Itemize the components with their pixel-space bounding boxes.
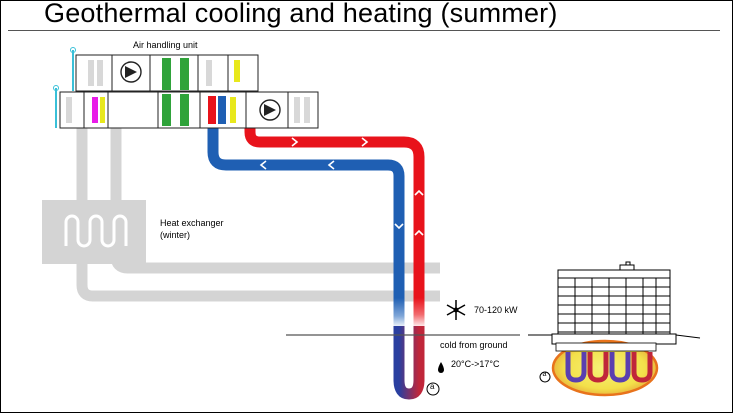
cold-from-ground-label: cold from ground (440, 340, 508, 350)
title-rule (8, 30, 720, 31)
flow-arrow (361, 137, 369, 147)
ground-loop (393, 326, 425, 400)
air-handling-unit-label: Air handling unit (133, 40, 198, 50)
borehole-marker-circle (539, 371, 551, 383)
heat-exchanger (42, 200, 146, 264)
supply-pipe-blue (207, 122, 405, 300)
fan-icon (259, 99, 281, 121)
borehole-marker-circle (426, 382, 440, 396)
flow-arrows (259, 137, 424, 236)
fan-icon (120, 61, 142, 83)
heat-exchanger-coil-icon (64, 214, 128, 248)
winter-pipe-outer (76, 128, 440, 302)
flow-arrow (327, 160, 335, 170)
flow-arrow (291, 137, 299, 147)
winter-pipe-inner (110, 128, 440, 274)
air-handling-unit (53, 47, 319, 129)
flow-arrow (414, 189, 424, 196)
power-label: 70-120 kW (474, 305, 518, 315)
temperature-drop-icon (438, 362, 444, 373)
supply-pipe-fade (393, 298, 405, 328)
flow-arrow (394, 223, 404, 230)
cooling-circuit (207, 122, 425, 400)
snowflake-icon (446, 300, 466, 320)
flow-arrow (259, 160, 267, 170)
return-pipe-fade (413, 298, 425, 328)
diagram-title: Geothermal cooling and heating (summer) (44, 0, 558, 28)
building (528, 261, 701, 345)
geothermal-field (551, 339, 659, 397)
borehole-marker-label: a (542, 371, 547, 378)
borehole-marker-label: a (430, 382, 435, 391)
temperature-label: 20°C->17°C (451, 359, 500, 369)
return-pipe-red (244, 122, 425, 300)
heat-exchanger-label: Heat exchanger (160, 218, 224, 228)
flow-arrow (414, 229, 424, 236)
heat-exchanger-mode-label: (winter) (160, 230, 191, 240)
